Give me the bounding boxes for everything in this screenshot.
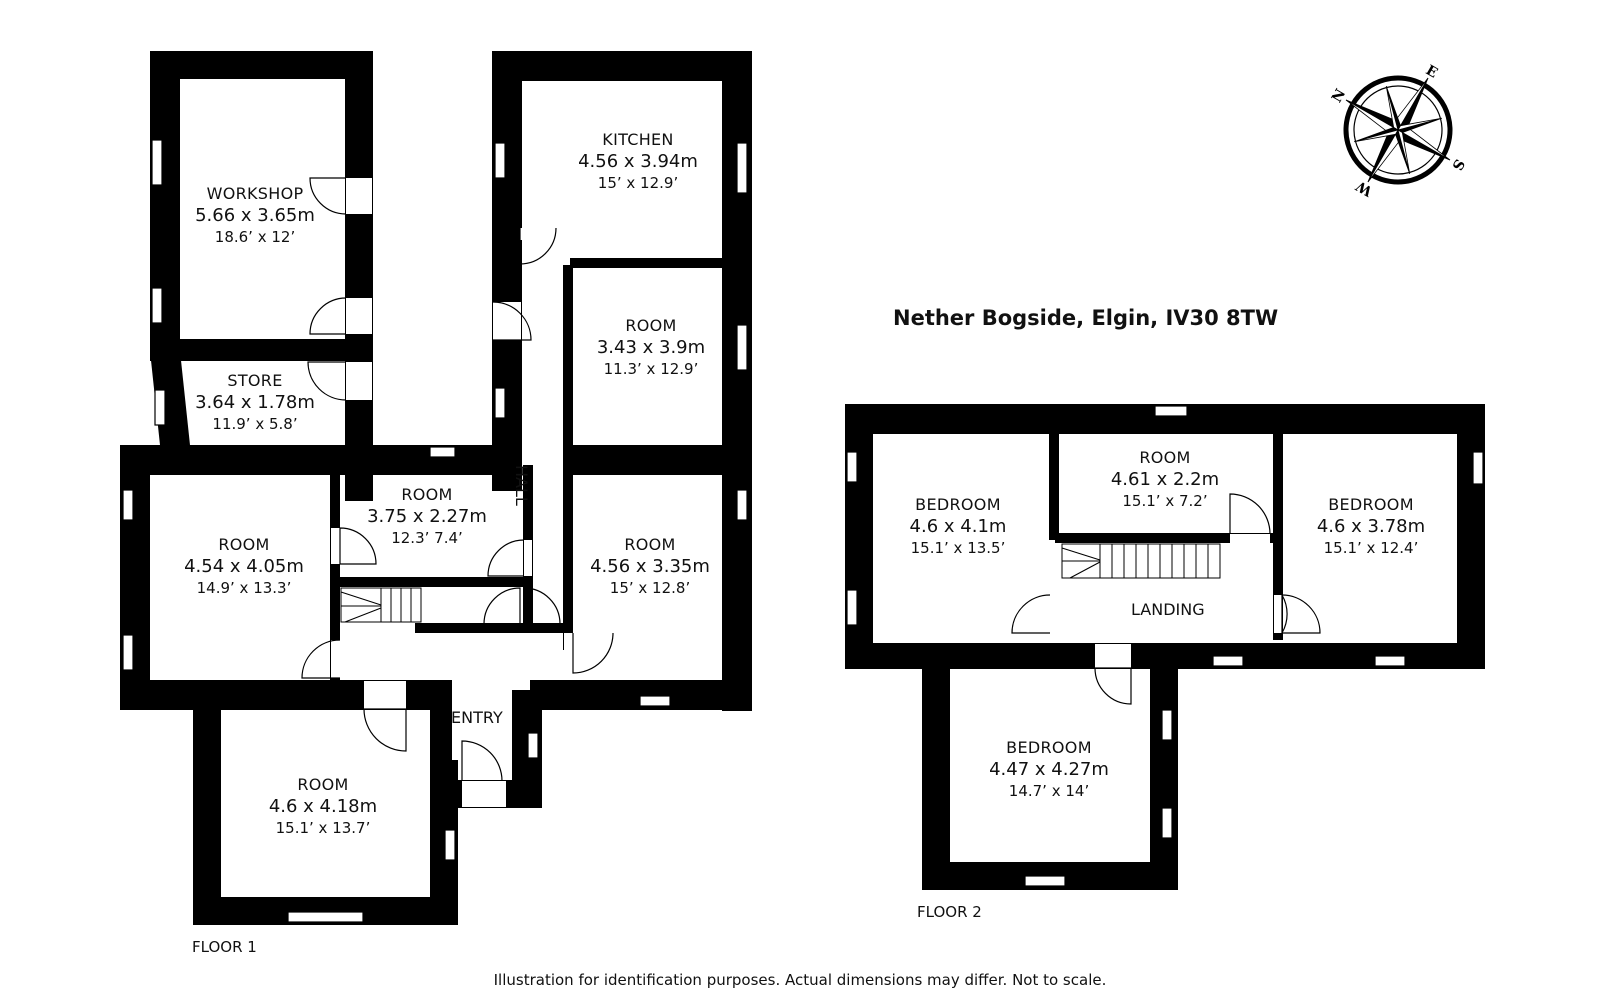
hall-label: HALL [512, 465, 531, 506]
floor2-stairs [1061, 543, 1221, 579]
room-imperial: 15.1’ x 7.2’ [1122, 492, 1208, 510]
room-metric: 4.47 x 4.27m [989, 759, 1109, 780]
room-name: ROOM [297, 775, 349, 794]
compass-rose-icon: N E S W [1329, 62, 1467, 199]
room-name: ROOM [401, 485, 453, 504]
room-label-bedroom-b: BEDROOM 4.6 x 3.78m 15.1’ x 12.4’ [1317, 495, 1425, 557]
property-address: Nether Bogside, Elgin, IV30 8TW [893, 306, 1279, 330]
room-name: BEDROOM [915, 495, 1001, 514]
room-imperial: 11.9’ x 5.8’ [212, 415, 298, 433]
compass-s: S [1448, 156, 1467, 173]
room-name: ROOM [1139, 448, 1191, 467]
room-name: BEDROOM [1006, 738, 1092, 757]
windows [122, 139, 1484, 923]
room-label-room-f: ROOM 4.61 x 2.2m 15.1’ x 7.2’ [1111, 448, 1219, 510]
floor1-walls [120, 51, 752, 925]
room-name: WORKSHOP [206, 184, 304, 203]
disclaimer: Illustration for identification purposes… [493, 971, 1107, 989]
room-imperial: 15’ x 12.9’ [597, 174, 679, 192]
room-label-store: STORE 3.64 x 1.78m 11.9’ x 5.8’ [195, 371, 315, 433]
room-metric: 4.6 x 4.1m [909, 516, 1007, 537]
floor-2-label: FLOOR 2 [917, 903, 982, 921]
room-name: KITCHEN [602, 130, 674, 149]
room-label-kitchen: KITCHEN 4.56 x 3.94m 15’ x 12.9’ [578, 130, 698, 192]
room-metric: 4.54 x 4.05m [184, 556, 304, 577]
room-name: ROOM [218, 535, 270, 554]
room-imperial: 15’ x 12.8’ [609, 579, 691, 597]
room-imperial: 18.6’ x 12’ [214, 228, 296, 246]
room-label-room-e: ROOM 4.6 x 4.18m 15.1’ x 13.7’ [269, 775, 377, 837]
floor1-stairs [340, 587, 422, 623]
room-metric: 5.66 x 3.65m [195, 205, 315, 226]
room-name: ROOM [624, 535, 676, 554]
room-metric: 4.61 x 2.2m [1110, 469, 1220, 490]
room-name: BEDROOM [1328, 495, 1414, 514]
landing-label: LANDING [1131, 600, 1205, 619]
room-label-room-b: ROOM 3.75 x 2.27m 12.3’ 7.4’ [367, 485, 487, 547]
room-label-room-c: ROOM 4.54 x 4.05m 14.9’ x 13.3’ [184, 535, 304, 597]
room-imperial: 14.9’ x 13.3’ [196, 579, 292, 597]
room-metric: 4.56 x 3.35m [590, 556, 710, 577]
room-label-workshop: WORKSHOP 5.66 x 3.65m 18.6’ x 12’ [195, 184, 315, 246]
room-imperial: 15.1’ x 12.4’ [1323, 539, 1419, 557]
room-name: ROOM [625, 316, 677, 335]
compass-n: N [1329, 86, 1349, 105]
room-metric: 4.6 x 4.18m [268, 796, 378, 817]
room-imperial: 12.3’ 7.4’ [391, 529, 463, 547]
doors [301, 177, 1321, 807]
compass-w: W [1353, 177, 1376, 199]
compass-e: E [1423, 62, 1440, 81]
entry-label: ENTRY [451, 708, 503, 727]
room-label-room-d: ROOM 4.56 x 3.35m 15’ x 12.8’ [590, 535, 710, 597]
room-label-bedroom-a: BEDROOM 4.6 x 4.1m 15.1’ x 13.5’ [910, 495, 1007, 557]
floor-1-label: FLOOR 1 [192, 938, 257, 956]
room-imperial: 11.3’ x 12.9’ [603, 360, 699, 378]
room-imperial: 14.7’ x 14’ [1008, 782, 1090, 800]
room-metric: 3.43 x 3.9m [596, 337, 706, 358]
room-metric: 4.6 x 3.78m [1316, 516, 1426, 537]
room-label-bedroom-c: BEDROOM 4.47 x 4.27m 14.7’ x 14’ [989, 738, 1109, 800]
room-imperial: 15.1’ x 13.5’ [910, 539, 1006, 557]
room-imperial: 15.1’ x 13.7’ [275, 819, 371, 837]
room-label-room-a: ROOM 3.43 x 3.9m 11.3’ x 12.9’ [597, 316, 705, 378]
room-metric: 3.64 x 1.78m [195, 392, 315, 413]
room-metric: 3.75 x 2.27m [367, 506, 487, 527]
room-name: STORE [227, 371, 283, 390]
room-metric: 4.56 x 3.94m [578, 151, 698, 172]
